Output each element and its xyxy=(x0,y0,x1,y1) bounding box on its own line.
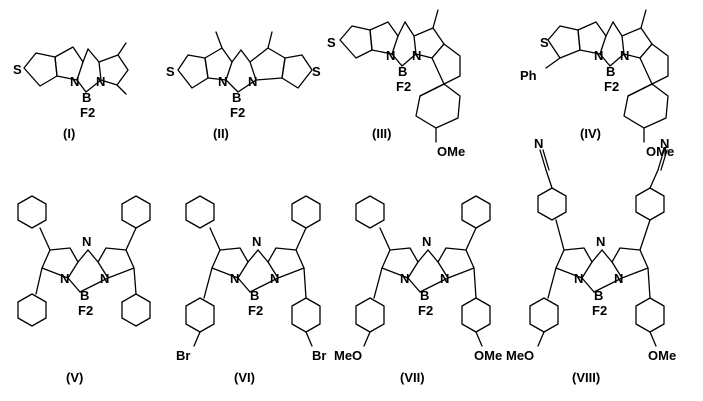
nitrogen-atom: N xyxy=(594,48,603,63)
structure-VIII: N N N N B N F2 MeO OMe (VIII) xyxy=(506,136,676,385)
boron-atom: B xyxy=(606,64,615,79)
structure-I: S N B N F2 (I) xyxy=(13,42,129,141)
boron-atom: B xyxy=(398,64,407,79)
compound-label: (VII) xyxy=(400,370,425,385)
structure-V: N N B N F2 (V) xyxy=(17,195,151,385)
boron-atom: B xyxy=(250,288,259,303)
nitrile-nitrogen-atom: N xyxy=(660,136,669,151)
compound-label: (II) xyxy=(213,126,229,141)
compound-label: (VI) xyxy=(234,370,255,385)
fluorine-label: F2 xyxy=(80,105,95,120)
compound-label: (I) xyxy=(63,126,75,141)
bromo-label: Br xyxy=(176,348,190,363)
fluorine-label: F2 xyxy=(230,105,245,120)
nitrogen-atom: N xyxy=(70,74,79,89)
nitrogen-atom: N xyxy=(614,271,623,286)
compound-label: (III) xyxy=(372,126,392,141)
nitrogen-atom: N xyxy=(386,48,395,63)
nitrogen-atom: N xyxy=(400,271,409,286)
structure-VII: N N B N F2 MeO OMe (VII) xyxy=(334,195,502,385)
structure-VI: N N B N F2 Br Br (VI) xyxy=(176,195,326,385)
nitrogen-atom: N xyxy=(620,48,629,63)
compound-label: (V) xyxy=(66,370,83,385)
nitrogen-atom: N xyxy=(218,74,227,89)
fluorine-label: F2 xyxy=(592,303,607,318)
methoxy-label: MeO xyxy=(506,348,534,363)
nitrogen-atom: N xyxy=(412,48,421,63)
aza-nitrogen-atom: N xyxy=(596,234,605,249)
aza-nitrogen-atom: N xyxy=(252,234,261,249)
methoxy-label: OMe xyxy=(437,144,465,159)
structure-IV: S Ph N B N F2 OMe (IV) xyxy=(520,9,674,159)
phenyl-label: Ph xyxy=(520,68,537,83)
nitrogen-atom: N xyxy=(270,271,279,286)
structure-II: S N B N F2 S (II) xyxy=(166,31,321,141)
aza-nitrogen-atom: N xyxy=(82,234,91,249)
methoxy-label: OMe xyxy=(648,348,676,363)
nitrogen-atom: N xyxy=(574,271,583,286)
boron-atom: B xyxy=(232,90,241,105)
fluorine-label: F2 xyxy=(604,79,619,94)
methoxy-label: OMe xyxy=(474,348,502,363)
nitrogen-atom: N xyxy=(100,271,109,286)
bromo-label: Br xyxy=(312,348,326,363)
boron-atom: B xyxy=(594,288,603,303)
sulfur-atom: S xyxy=(327,35,336,50)
compound-label: (IV) xyxy=(580,126,601,141)
aza-nitrogen-atom: N xyxy=(422,234,431,249)
sulfur-atom: S xyxy=(166,64,175,79)
sulfur-atom: S xyxy=(312,64,321,79)
nitrogen-atom: N xyxy=(230,271,239,286)
boron-atom: B xyxy=(420,288,429,303)
methoxy-label: OMe xyxy=(646,144,674,159)
methoxy-label: MeO xyxy=(334,348,362,363)
sulfur-atom: S xyxy=(13,62,22,77)
nitrogen-atom: N xyxy=(60,271,69,286)
fluorine-label: F2 xyxy=(248,303,263,318)
nitrile-nitrogen-atom: N xyxy=(534,136,543,151)
compound-label: (VIII) xyxy=(572,370,600,385)
fluorine-label: F2 xyxy=(418,303,433,318)
nitrogen-atom: N xyxy=(96,74,105,89)
sulfur-atom: S xyxy=(540,35,549,50)
fluorine-label: F2 xyxy=(78,303,93,318)
nitrogen-atom: N xyxy=(440,271,449,286)
boron-atom: B xyxy=(80,288,89,303)
nitrogen-atom: N xyxy=(248,74,257,89)
structure-III: S N B N F2 OMe (III) xyxy=(327,9,465,159)
fluorine-label: F2 xyxy=(396,79,411,94)
boron-atom: B xyxy=(82,90,91,105)
